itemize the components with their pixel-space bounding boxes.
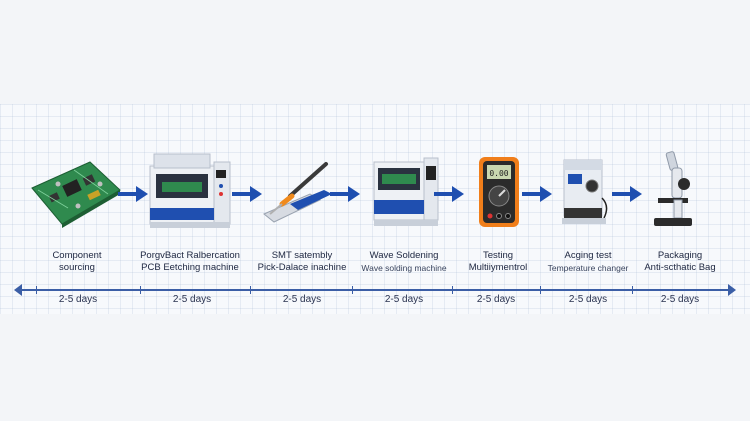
timeline-tick — [352, 286, 353, 294]
timeline-start-arrow — [14, 284, 22, 296]
stage-title: Testing — [482, 250, 514, 261]
soldering-tool-icon — [263, 162, 332, 223]
duration-label-1: 2-5 days — [58, 294, 98, 305]
flow-arrow-1 — [118, 186, 148, 202]
stage-subtitle: PCB Eetching machine — [141, 262, 239, 273]
stage-subtitle: Wave solding machine — [361, 263, 447, 273]
circuit-board-icon — [31, 161, 121, 228]
stage-subtitle: Temperature changer — [547, 263, 629, 273]
timeline-tick — [36, 286, 37, 294]
microscope-icon — [654, 151, 692, 226]
timeline-tick — [540, 286, 541, 294]
wave-soldering-machine-icon — [373, 157, 439, 226]
stage-subtitle: sourcing — [59, 262, 95, 273]
stage-title: PorgvBact Ralbercation — [140, 250, 240, 261]
timeline-tick — [250, 286, 251, 294]
stage-title: Packaging — [657, 250, 703, 261]
duration-label-5: 2-5 days — [476, 294, 516, 305]
temperature-chamber-icon — [562, 159, 608, 224]
timeline-axis — [22, 289, 728, 291]
stage-subtitle: Pick-Dalace inachine — [257, 262, 347, 273]
timeline-end-arrow — [728, 284, 736, 296]
flow-arrow-5 — [522, 186, 552, 202]
stage-label-3: SMT satembly Pick-Dalace inachine — [242, 250, 362, 274]
flow-arrow-4 — [434, 186, 464, 202]
duration-label-7: 2-5 days — [660, 294, 700, 305]
stage-title: Wave Soldening — [369, 250, 439, 261]
flow-arrow-3 — [330, 186, 360, 202]
svg-text:0.00: 0.00 — [489, 169, 508, 178]
stage-subtitle: Anti-scthatic Bag — [644, 262, 716, 273]
stage-title: Component — [52, 250, 102, 261]
multimeter-icon: 0.00 — [479, 157, 519, 227]
stage-label-5: Testing Multiiymentrol — [438, 250, 558, 274]
stage-title: SMT satembly — [271, 250, 333, 261]
duration-label-4: 2-5 days — [384, 294, 424, 305]
stage-subtitle: Multiiymentrol — [468, 262, 528, 273]
flow-arrow-2 — [232, 186, 262, 202]
timeline-tick — [140, 286, 141, 294]
stage-label-6: Acging test Temperature changer — [528, 250, 648, 274]
stage-title: Acging test — [564, 250, 612, 261]
stage-label-4: Wave Soldening Wave solding machine — [344, 250, 464, 274]
stage-label-7: Packaging Anti-scthatic Bag — [620, 250, 740, 274]
stage-label-2: PorgvBact Ralbercation PCB Eetching mach… — [130, 250, 250, 274]
timeline-tick — [632, 286, 633, 294]
stage-label-1: Component sourcing — [17, 250, 137, 274]
duration-label-6: 2-5 days — [568, 294, 608, 305]
duration-label-3: 2-5 days — [282, 294, 322, 305]
pcb-etching-machine-icon — [149, 153, 231, 228]
duration-label-2: 2-5 days — [172, 294, 212, 305]
timeline-tick — [452, 286, 453, 294]
flow-arrow-6 — [612, 186, 642, 202]
